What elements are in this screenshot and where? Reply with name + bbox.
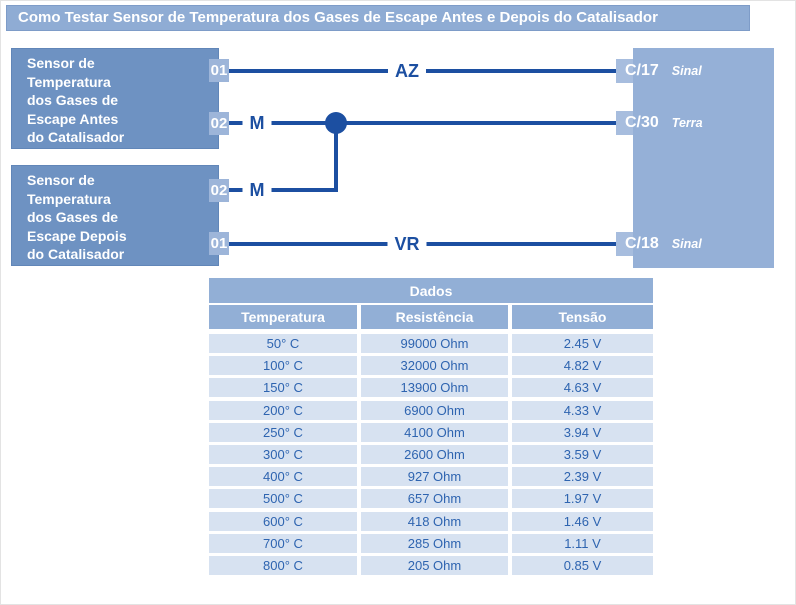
pin-after-01: 01 xyxy=(209,232,229,255)
connector-pin-c18: C/18 Sinal xyxy=(625,232,702,256)
wire-ground-branch-vertical xyxy=(334,123,338,192)
connector-pin-function: Sinal xyxy=(671,64,702,78)
wire-ground xyxy=(229,121,618,125)
connector-pin-function: Sinal xyxy=(671,237,702,251)
table-cell: 0.85 V xyxy=(512,555,653,575)
wire-label-vr: VR xyxy=(387,234,427,254)
connector-tab-c18 xyxy=(616,232,633,256)
table-cell: 32000 Ohm xyxy=(361,356,508,376)
table-cell: 4.63 V xyxy=(512,378,653,398)
connector-tab-c17 xyxy=(616,59,633,83)
wire-junction-dot xyxy=(325,112,347,134)
table-cell: 927 Ohm xyxy=(361,467,508,487)
connector-pin-id: C/30 xyxy=(625,114,659,131)
table-cell: 2.39 V xyxy=(512,467,653,487)
table-cell: 800° C xyxy=(209,555,357,575)
sensor-label-line: do Catalisador xyxy=(27,246,125,263)
table-cell: 500° C xyxy=(209,489,357,509)
wire-label-m-after: M xyxy=(242,180,272,200)
table-header-row: Temperatura Resistência Tensão xyxy=(209,305,653,329)
sensor-label-line: Escape Depois xyxy=(27,227,127,244)
table-cell: 1.97 V xyxy=(512,489,653,509)
connector-pin-function: Terra xyxy=(671,116,703,130)
table-cell: 4.33 V xyxy=(512,400,653,420)
column-header-resistencia: Resistência xyxy=(361,305,508,329)
column-header-temperatura: Temperatura xyxy=(209,305,357,329)
connector-pin-c17: C/17 Sinal xyxy=(625,59,702,83)
connector-pin-id: C/18 xyxy=(625,235,659,252)
pin-before-01: 01 xyxy=(209,59,229,82)
table-cell: 150° C xyxy=(209,378,357,398)
table-cell: 418 Ohm xyxy=(361,511,508,531)
table-cell: 1.46 V xyxy=(512,511,653,531)
wire-label-m-before: M xyxy=(242,113,272,133)
table-cell: 200° C xyxy=(209,400,357,420)
table-cell: 3.94 V xyxy=(512,422,653,442)
sensor-label-line: Escape Antes xyxy=(27,110,119,127)
connector-tab-c30 xyxy=(616,111,633,135)
pin-before-02: 02 xyxy=(209,112,229,135)
sensor-label-line: Sensor de xyxy=(27,55,95,71)
table-cell: 285 Ohm xyxy=(361,533,508,553)
table-cell: 250° C xyxy=(209,422,357,442)
table-cell: 300° C xyxy=(209,444,357,464)
sensor-label-line: Sensor de xyxy=(27,172,95,188)
wire-label-az: AZ xyxy=(388,61,426,81)
table-cell: 3.59 V xyxy=(512,444,653,464)
table-cell: 99000 Ohm xyxy=(361,334,508,353)
table-cell: 6900 Ohm xyxy=(361,400,508,420)
wire-ground-branch xyxy=(229,188,336,192)
table-cell: 2.45 V xyxy=(512,334,653,353)
table-cell: 400° C xyxy=(209,467,357,487)
table-cell: 205 Ohm xyxy=(361,555,508,575)
table-cell: 13900 Ohm xyxy=(361,378,508,398)
connector-pin-c30: C/30 Terra xyxy=(625,111,703,135)
table-cell: 600° C xyxy=(209,511,357,531)
data-table: Dados Temperatura Resistência Tensão 50°… xyxy=(209,278,653,575)
table-cell: 700° C xyxy=(209,533,357,553)
table-cell: 1.11 V xyxy=(512,533,653,553)
sensor-label-line: Temperatura xyxy=(27,73,111,90)
table-cell: 100° C xyxy=(209,356,357,376)
table-cell: 50° C xyxy=(209,334,357,353)
page-title: Como Testar Sensor de Temperatura dos Ga… xyxy=(6,5,750,31)
connector-block xyxy=(633,48,774,268)
table-cell: 4100 Ohm xyxy=(361,422,508,442)
table-title: Dados xyxy=(209,278,653,303)
pin-after-02: 02 xyxy=(209,179,229,202)
connector-pin-id: C/17 xyxy=(625,62,659,79)
sensor-label-line: dos Gases de xyxy=(27,209,119,226)
sensor-label-line: do Catalisador xyxy=(27,129,125,146)
table-cell: 2600 Ohm xyxy=(361,444,508,464)
table-cell: 657 Ohm xyxy=(361,489,508,509)
sensor-label-line: dos Gases de xyxy=(27,92,119,109)
column-header-tensao: Tensão xyxy=(512,305,653,329)
sensor-label-line: Temperatura xyxy=(27,190,111,207)
table-cell: 4.82 V xyxy=(512,356,653,376)
